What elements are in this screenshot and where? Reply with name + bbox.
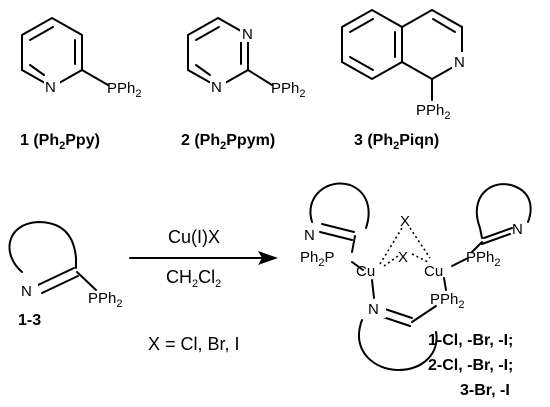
phosphine-label: PPh2 <box>271 80 305 100</box>
reagent-label: Cu(I)X <box>168 227 220 247</box>
structure-ph2ppym: N N PPh2 <box>187 16 305 100</box>
nitrogen-label: N <box>45 79 56 96</box>
bottom-nitrogen-label: N <box>368 301 379 318</box>
right-nitrogen-label: N <box>512 221 523 238</box>
phosphine-label: PPh2 <box>88 290 122 310</box>
ring-arc <box>8 220 77 273</box>
product-label-1: 1-Cl, -Br, -I; <box>428 332 513 349</box>
copper-left-label: Cu <box>356 263 375 280</box>
halide-middle-label: X <box>398 249 408 266</box>
compound-label-3: 3 (Ph2Piqn) <box>354 132 439 152</box>
nitrogen-label: N <box>21 283 32 300</box>
bottom-phosphine-label: PPh2 <box>430 291 464 311</box>
left-nitrogen-label: N <box>304 227 315 244</box>
nitrogen-top-label: N <box>242 26 253 43</box>
bottom-ring-arc <box>358 319 438 372</box>
product-label-3: 3-Br, -I <box>460 382 510 399</box>
phosphine-label: PPh2 <box>416 102 450 122</box>
left-ring-arc <box>309 182 370 229</box>
left-phosphine-label: Ph2P <box>300 249 335 269</box>
compound-label-1: 1 (Ph2Ppy) <box>20 132 100 152</box>
copper-right-label: Cu <box>424 263 443 280</box>
halide-top-label: X <box>400 213 410 230</box>
generic-ligand: N PPh2 1-3 <box>8 220 122 329</box>
ligand-label: 1-3 <box>18 312 41 329</box>
right-phosphine-label: PPh2 <box>466 249 500 269</box>
structure-ph2ppy: N PPh2 <box>21 16 141 100</box>
reaction-arrow <box>129 251 278 265</box>
nitrogen-label: N <box>454 54 465 71</box>
compound-label-2: 2 (Ph2Ppym) <box>181 132 275 152</box>
solvent-label: CH2Cl2 <box>166 267 221 290</box>
phosphine-label: PPh2 <box>107 80 141 100</box>
copper-complex: Ph2P Cu Cu X X PPh2 PPh2 N N N <box>300 182 532 372</box>
condition-label: X = Cl, Br, I <box>148 334 240 354</box>
nitrogen-bottom-label: N <box>211 79 222 96</box>
structure-ph2piqn: N PPh2 <box>341 8 470 122</box>
right-ring-arc <box>475 183 532 229</box>
product-label-2: 2-Cl, -Br, -I; <box>428 357 513 374</box>
